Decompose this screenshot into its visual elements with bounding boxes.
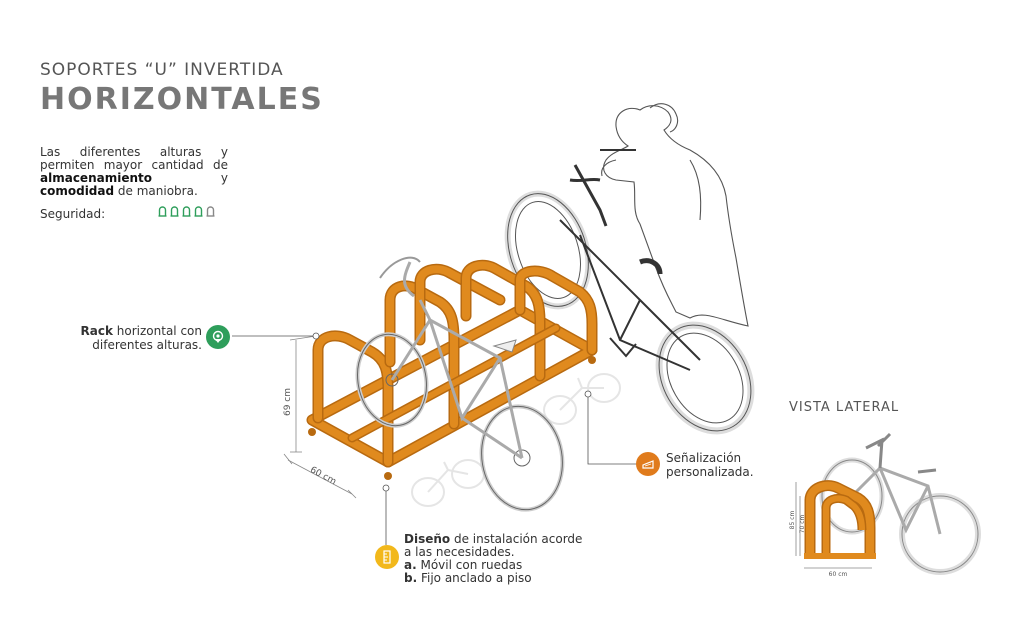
title-top: SOPORTES “U” INVERTIDA	[40, 60, 284, 80]
callout-rack-text-1: horizontal con	[112, 324, 202, 338]
lateral-view	[795, 432, 981, 575]
location-pin-icon	[206, 325, 230, 349]
callout-senalizacion: Señalización personalizada.	[666, 451, 754, 479]
callout-rack-bold: Rack	[80, 324, 113, 338]
callout-diseno-bold: Diseño	[404, 532, 451, 546]
callout-diseno-b-bold: b.	[404, 571, 418, 585]
parked-bike	[355, 256, 565, 512]
dim-height-main: 69 cm	[283, 388, 293, 416]
hanging-bike	[504, 149, 755, 435]
description: Las diferentes alturas y permiten mayor …	[40, 146, 228, 198]
description-bold-2: comodidad	[40, 184, 115, 198]
dim-lateral-h2: 85 cm	[789, 511, 796, 530]
description-text-2: y	[151, 171, 228, 185]
description-text-1: Las diferentes alturas y permiten mayor …	[40, 145, 228, 172]
callout-senal-line-1: Señalización	[666, 451, 742, 465]
dim-lateral-w: 60 cm	[829, 571, 848, 578]
ruler-icon	[375, 545, 399, 569]
callout-diseno-b-text: Fijo anclado a piso	[417, 571, 532, 585]
callout-diseno-line-2: a las necesidades.	[404, 545, 515, 559]
callout-rack-text-2: diferentes alturas.	[92, 338, 202, 352]
rack	[306, 259, 598, 480]
person-outline	[601, 103, 749, 327]
lock-icon	[182, 206, 191, 217]
title-main: HORIZONTALES	[40, 82, 324, 117]
lateral-view-title: VISTA LATERAL	[789, 400, 900, 415]
dim-width-main: 60 cm	[308, 465, 337, 487]
dim-lateral-h1: 70 cm	[799, 515, 806, 534]
security-label: Seguridad:	[40, 207, 106, 221]
lock-icon	[170, 206, 179, 217]
dimension-lines	[283, 335, 357, 499]
callout-leaders	[232, 332, 640, 545]
callout-diseno: Diseño de instalación acorde a las neces…	[404, 533, 582, 585]
callout-rack: Rack horizontal con diferentes alturas.	[60, 324, 202, 352]
lock-icon	[158, 206, 167, 217]
lock-icon	[206, 206, 215, 217]
signage-icon	[636, 452, 660, 476]
lock-icon	[194, 206, 203, 217]
callout-diseno-a-bold: a.	[404, 558, 417, 572]
description-bold-1: almacenamiento	[40, 171, 152, 185]
callout-senal-line-2: personalizada.	[666, 465, 754, 479]
security-rating	[158, 206, 215, 217]
description-text-3: de maniobra.	[114, 184, 198, 198]
callout-diseno-text-1: de instalación acorde	[450, 532, 583, 546]
callout-diseno-a-text: Móvil con ruedas	[416, 558, 523, 572]
